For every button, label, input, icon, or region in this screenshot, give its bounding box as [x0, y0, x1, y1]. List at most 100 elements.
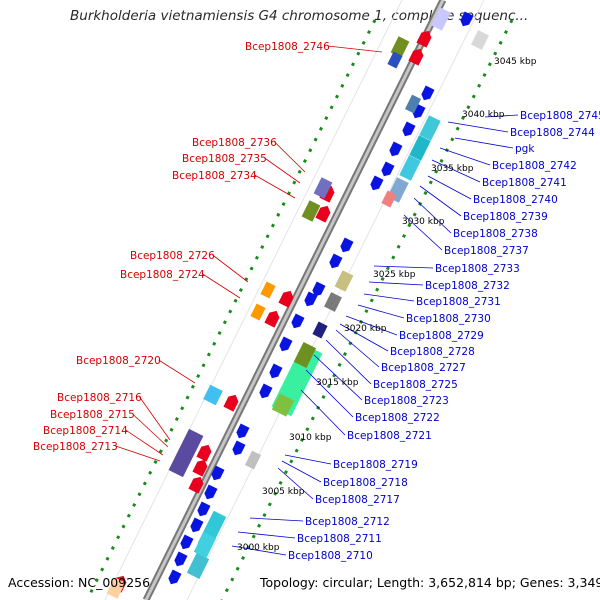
- map-title: Burkholderia vietnamiensis G4 chromosome…: [70, 8, 529, 24]
- leader-reverse: [419, 185, 462, 217]
- gene-block-13: [250, 303, 266, 321]
- tick-dot-tracks: [85, 19, 514, 600]
- forward-gene-8: [192, 459, 208, 477]
- label-forward-gene: Bcep1808_2735: [182, 153, 267, 165]
- reverse-gene-17: [211, 465, 225, 481]
- reverse-gene-21: [180, 534, 194, 550]
- reverse-gene-5: [381, 161, 395, 177]
- leader-reverse: [305, 369, 354, 418]
- backbone-inner: [144, 0, 445, 600]
- leader-reverse: [231, 545, 287, 556]
- gene-block-19: [271, 393, 295, 417]
- kbp-tick-label: 3005 kbp: [262, 487, 305, 497]
- label-reverse-gene: Bcep1808_2730: [406, 313, 491, 325]
- label-reverse-gene: Bcep1808_2721: [347, 430, 432, 442]
- gene-block-11: [301, 200, 321, 222]
- leader-reverse: [484, 114, 519, 118]
- forward-gene-0-shape: [416, 30, 432, 48]
- gene-block-16-shape: [312, 321, 328, 339]
- reverse-gene-12: [279, 336, 293, 352]
- label-reverse-gene: Bcep1808_2740: [473, 194, 558, 206]
- leader-forward: [125, 429, 164, 456]
- reverse-gene-1-shape: [421, 85, 435, 101]
- leader-reverse: [373, 265, 434, 269]
- gene-block-7-shape: [399, 155, 421, 181]
- label-reverse-gene: Bcep1808_2739: [463, 211, 548, 223]
- label-reverse-gene: Bcep1808_2728: [390, 346, 475, 358]
- leader-reverse: [237, 531, 296, 539]
- gene-block-4-shape: [404, 94, 422, 114]
- gene-block-1-shape: [387, 51, 403, 69]
- gene-block-6: [409, 135, 431, 161]
- leader-reverse: [284, 454, 332, 465]
- label-reverse-gene: Bcep1808_2744: [510, 127, 595, 139]
- gene-block-14-shape: [334, 270, 354, 292]
- kbp-tick-label: 3045 kbp: [494, 57, 537, 67]
- label-reverse-gene: Bcep1808_2722: [355, 412, 440, 424]
- reverse-gene-15: [236, 423, 250, 439]
- gene-block-15: [324, 292, 342, 312]
- reverse-gene-14-shape: [259, 383, 273, 399]
- gene-block-2: [431, 7, 451, 31]
- leader-reverse: [368, 281, 424, 286]
- leader-reverse: [335, 329, 380, 368]
- reverse-gene-3: [402, 121, 416, 137]
- kbp-tick-label: 3025 kbp: [373, 270, 416, 280]
- label-leader-lines: [115, 45, 519, 556]
- reverse-gene-13-shape: [269, 363, 283, 379]
- leader-reverse: [439, 147, 491, 166]
- reverse-gene-8-shape: [329, 253, 343, 269]
- kbp-tick-label: 3015 kbp: [316, 378, 359, 388]
- reverse-gene-5-shape: [381, 161, 395, 177]
- gene-block-24-shape: [193, 532, 217, 558]
- kbp-tick-label: 3040 kbp: [462, 110, 505, 120]
- label-reverse-gene: Bcep1808_2738: [453, 228, 538, 240]
- gene-block-25-shape: [186, 553, 210, 579]
- gene-block-10-shape: [313, 177, 333, 199]
- forward-gene-6-shape: [223, 394, 239, 412]
- leader-reverse: [345, 315, 398, 336]
- gene-block-5-shape: [419, 115, 441, 141]
- label-forward-gene: Bcep1808_2715: [50, 409, 135, 421]
- reverse-gene-7: [340, 237, 354, 253]
- leader-reverse: [447, 121, 509, 133]
- label-reverse-gene: Bcep1808_2729: [399, 330, 484, 342]
- kbp-tick-label: 3010 kbp: [289, 433, 332, 443]
- label-forward-gene: Bcep1808_2736: [192, 137, 277, 149]
- gene-block-18: [293, 342, 317, 368]
- leader-reverse: [413, 197, 452, 234]
- label-forward-gene: Bcep1808_2746: [245, 41, 330, 53]
- leader-forward: [158, 359, 196, 384]
- topology-text: Topology: circular; Length: 3,652,814 bp…: [260, 575, 600, 590]
- gene-block-18-shape: [293, 342, 317, 368]
- reverse-gene-9-shape: [312, 281, 326, 297]
- reverse-gene-22-shape: [174, 551, 188, 567]
- leader-reverse: [403, 214, 443, 251]
- leader-forward: [274, 141, 306, 173]
- leader-forward: [212, 254, 249, 283]
- reverse-gene-4-shape: [389, 141, 403, 157]
- reverse-gene-11: [291, 313, 305, 329]
- leader-reverse: [454, 137, 514, 149]
- forward-gene-1-shape: [408, 48, 424, 66]
- label-reverse-gene: Bcep1808_2717: [315, 494, 400, 506]
- leader-reverse: [313, 354, 363, 401]
- leader-reverse: [427, 175, 472, 200]
- forward-gene-1: [408, 48, 424, 66]
- reverse-gene-12-shape: [279, 336, 293, 352]
- gene-block-26: [106, 577, 126, 599]
- kbp-tick-label: 3000 kbp: [237, 543, 280, 553]
- label-reverse-gene: Bcep1808_2745: [520, 110, 600, 122]
- label-reverse-gene: Bcep1808_2742: [492, 160, 577, 172]
- label-reverse-gene: Bcep1808_2737: [444, 245, 529, 257]
- gene-block-15-shape: [324, 292, 342, 312]
- leader-reverse: [249, 517, 304, 522]
- gene-block-9-shape: [381, 190, 397, 208]
- reverse-gene-18-shape: [204, 484, 218, 500]
- leader-forward: [132, 413, 169, 448]
- forward-gene-5-shape: [264, 310, 280, 328]
- accession-text: Accession: NC_009256: [8, 575, 151, 590]
- leader-forward: [202, 273, 241, 299]
- leader-forward: [115, 445, 161, 462]
- gene-block-19-shape: [271, 393, 295, 417]
